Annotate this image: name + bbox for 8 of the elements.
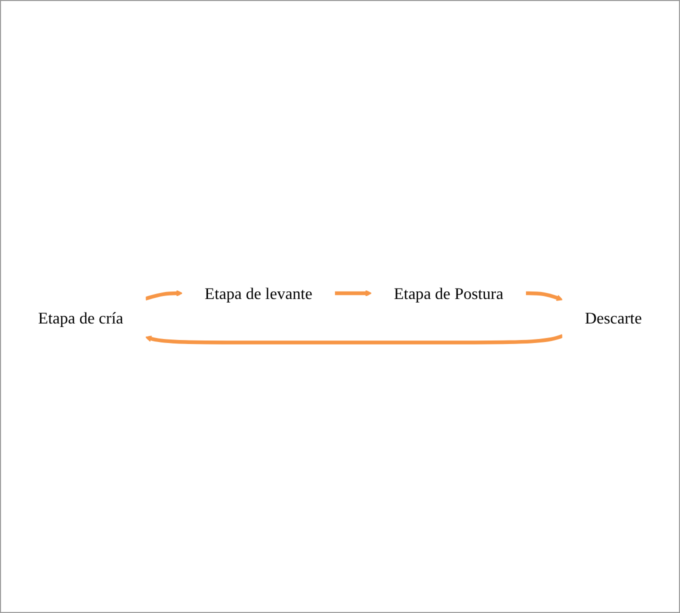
- arrow: [334, 290, 372, 297]
- node-text: Etapa de cría: [38, 308, 124, 328]
- arrow: [145, 334, 564, 345]
- node-text: Descarte: [584, 308, 642, 328]
- arrow: [144, 290, 183, 301]
- node-text: Etapa de levante: [204, 284, 312, 303]
- node-text: Etapa de Postura: [394, 284, 504, 303]
- arrow: [526, 292, 563, 302]
